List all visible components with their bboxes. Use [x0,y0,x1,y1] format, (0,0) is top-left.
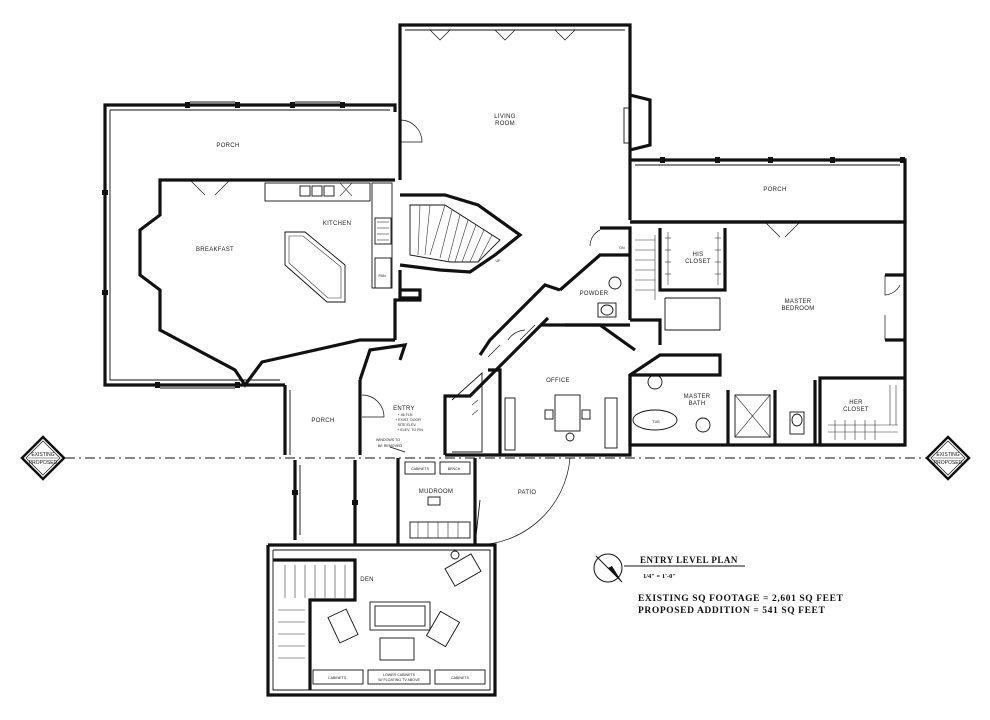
windows-removed-1: WINDOWS TO [376,438,400,442]
tag-left-proposed: PROPOSED [29,460,58,466]
den-cabinets-left-label: CABINETS [328,676,347,680]
his-closet-label-1: HIS [693,252,704,258]
dn-label: DN [619,246,625,250]
tag-right-existing: EXISTING [936,452,959,458]
porch-west-label: PORCH [216,143,239,149]
patio-label: PATIO [518,490,537,496]
den-cabinets-right-label: CABINETS [451,676,470,680]
tag-left-existing: EXISTING [31,452,54,458]
stair-up-label: UP [496,259,502,263]
his-closet-label-2: CLOSET [685,259,711,265]
west-porch [102,101,397,389]
existing-sq-footage: EXISTING SQ FOOTAGE = 2,601 SQ FEET [638,594,844,604]
her-closet-label-2: CLOSET [843,407,869,413]
porch-entry-label: PORCH [311,418,334,424]
porch-east-label: PORCH [763,187,786,193]
living-room-label-1: LIVING [494,114,516,120]
main-stair [398,193,523,300]
master-bath-label-2: BATH [689,401,706,407]
office-label: OFFICE [546,378,570,384]
plan-scale: 1/4" = 1'-0" [643,573,676,580]
pantry-label: PAN [378,274,386,278]
proposed-addition: PROPOSED ADDITION = 541 SQ FEET [638,606,825,616]
powder-room [558,226,656,327]
entry-label: ENTRY [393,406,415,412]
bench-label: BENCH [448,467,461,471]
breakfast-label: BREAKFAST [196,247,234,253]
living-room [398,23,652,220]
mudroom-label: MUDROOM [419,489,453,495]
den-label: DEN [360,577,374,583]
existing-proposed-tag-right: EXISTING PROPOSED [925,435,971,481]
windows-removed-2: BE REMOVED [378,444,402,448]
title-block: ENTRY LEVEL PLAN 1/4" = 1'-0" EXISTING S… [593,553,844,616]
tag-right-proposed: PROPOSED [934,460,963,466]
entry-note-2: + EXIST. DOOR [395,418,421,422]
mudroom-cabinets-label: CABINETS [411,467,430,471]
kitchen-breakfast-walls [138,178,422,388]
kitchen-label: KITCHEN [323,221,351,227]
lower-cabinets-label-2: W/ FLOATING TV ABOVE [378,678,420,682]
plan-title: ENTRY LEVEL PLAN [640,555,738,565]
master-bedroom-label-2: BEDROOM [781,306,814,312]
her-closet-label-1: HER [849,400,863,406]
entry-porch [283,343,408,455]
proposed-addition [266,457,571,697]
entry-note-3: SITE ELEV. [398,423,417,427]
north-arrow-icon [593,553,623,583]
entry-note-4: + ELEV. TO FIN [397,428,423,432]
office-entry [443,283,636,457]
powder-label: POWDER [580,291,609,297]
master-bath-label-1: MASTER [684,394,711,400]
master-bedroom-label-1: MASTER [785,299,812,305]
entry-note-1: + 46 FLR [398,413,413,417]
tub-label: TUB [652,420,660,424]
lower-cabinets-label-1: LOWER CABINETS [383,673,416,677]
living-room-label-2: ROOM [495,121,515,127]
existing-proposed-tag-left: EXISTING PROPOSED [20,435,66,481]
